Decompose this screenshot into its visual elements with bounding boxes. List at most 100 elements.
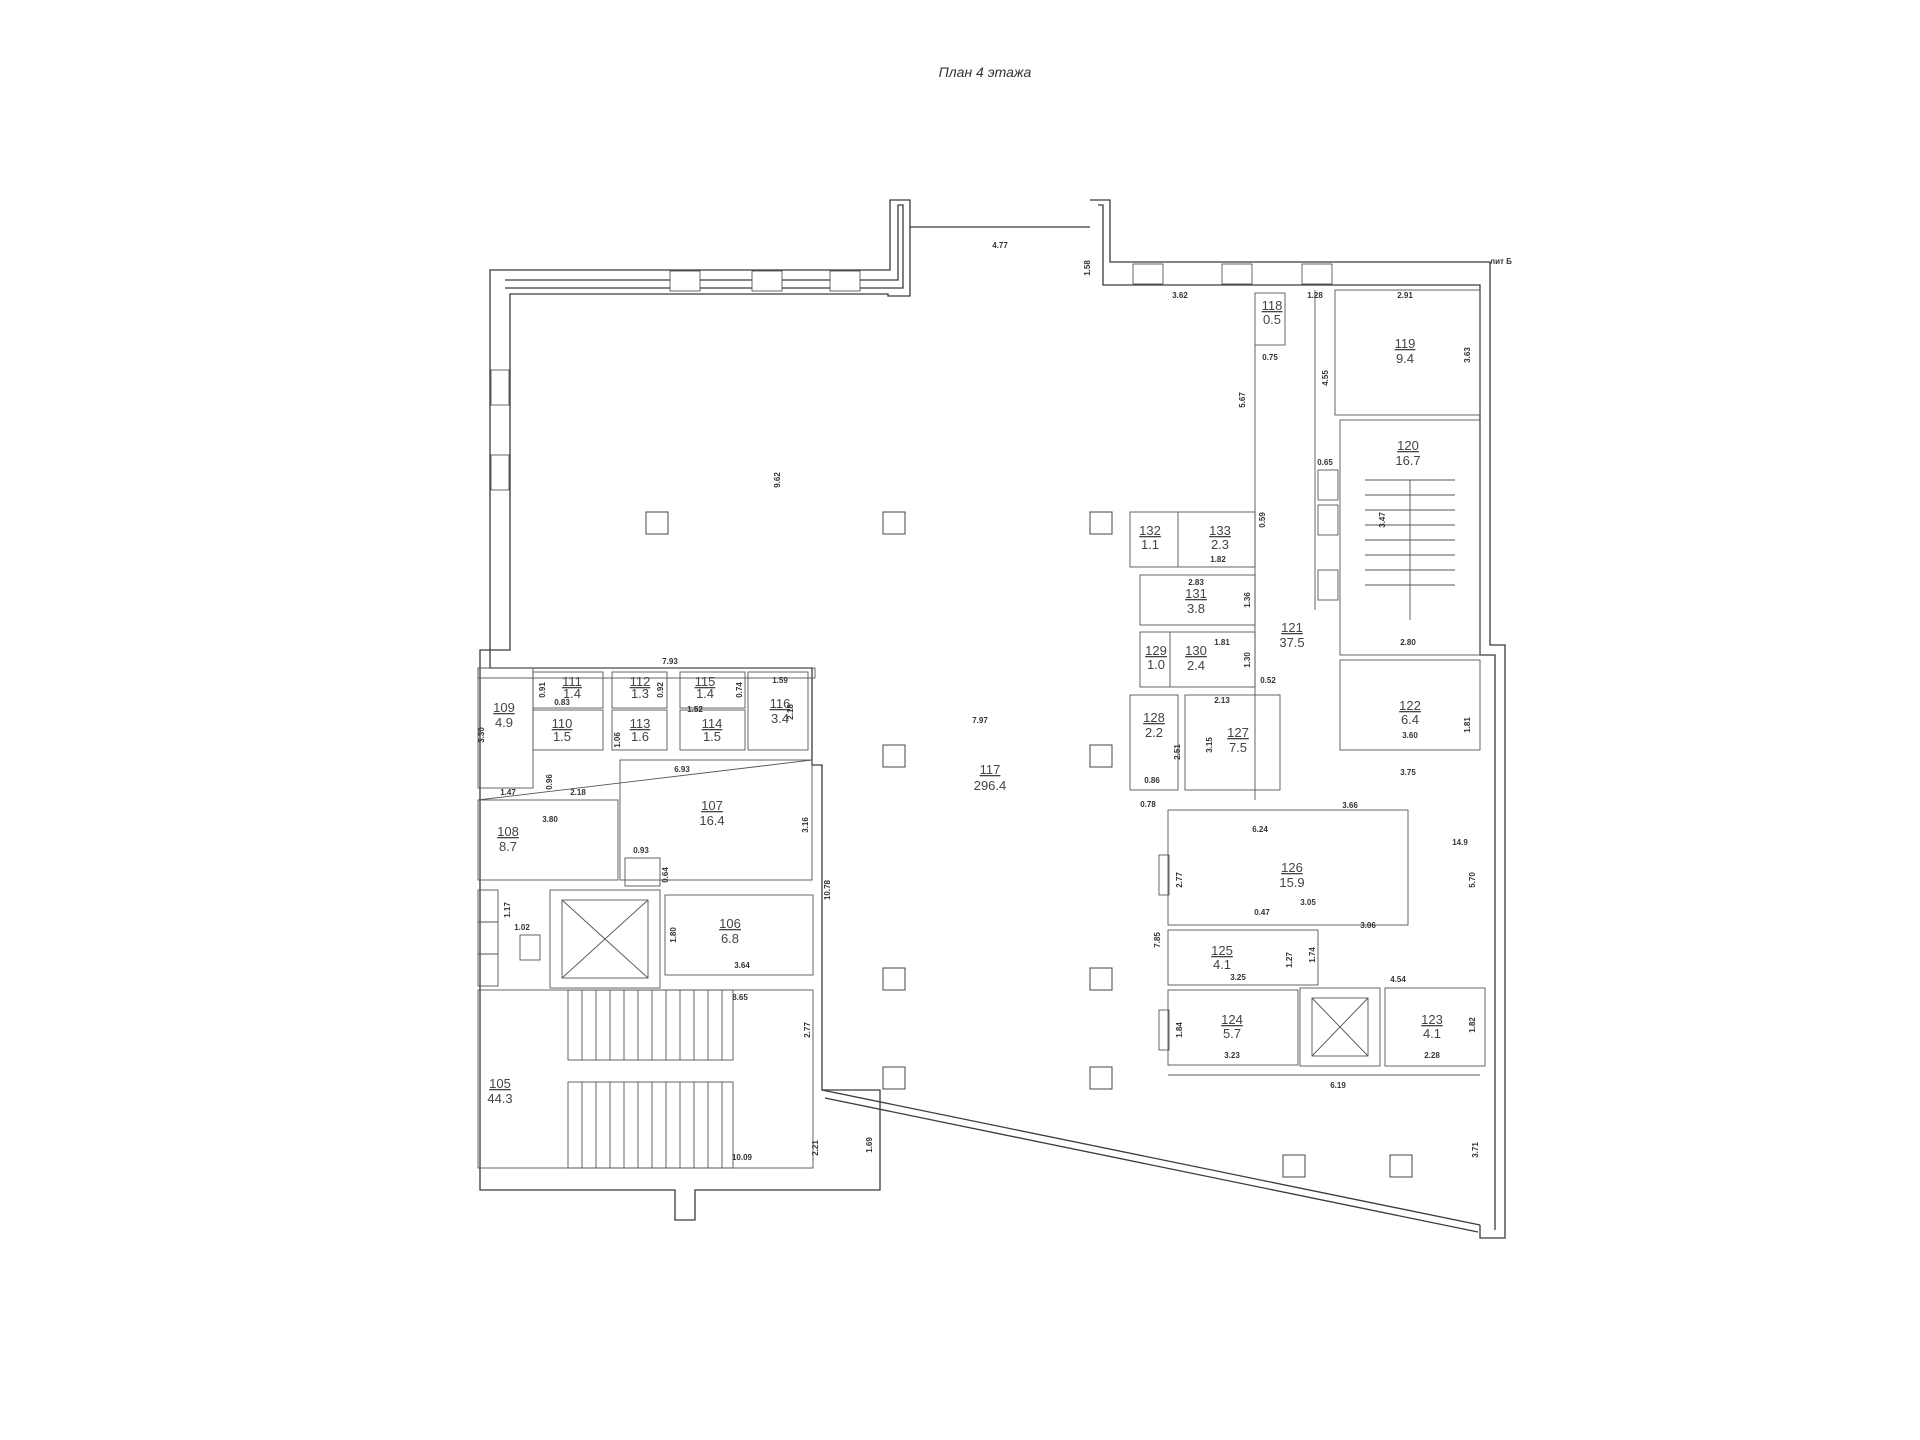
room-116: [747, 671, 809, 751]
outer-wall-east: [1090, 199, 1506, 1239]
window: [669, 270, 701, 292]
room-number: 119: [1395, 336, 1416, 351]
room-120: [1339, 419, 1481, 656]
dimension: 2.18: [570, 788, 586, 797]
column: [1089, 511, 1113, 535]
room-115: [679, 671, 746, 709]
room-110: [532, 709, 604, 751]
dimension: 2.77: [1175, 872, 1184, 888]
room-area: 6.4: [1401, 712, 1419, 727]
dimension: 6.93: [674, 765, 690, 774]
columns: [645, 511, 1413, 1178]
dimension: 3.05: [1300, 898, 1316, 907]
dimension: 3.60: [1402, 731, 1418, 740]
room-area: 8.7: [499, 839, 517, 854]
room-number: 129: [1145, 643, 1167, 658]
south-wall-slanted: [821, 1089, 1481, 1226]
room-122: [1339, 659, 1481, 751]
room-area: 7.5: [1229, 740, 1247, 755]
dimension: 3.47: [1378, 512, 1387, 528]
dimension: 1.36: [1243, 592, 1252, 608]
dimension: 3.30: [477, 727, 486, 743]
room-area: 9.4: [1396, 351, 1414, 366]
room-127: [1184, 694, 1281, 791]
dimension: 3.25: [1230, 973, 1246, 982]
room-111: [532, 671, 604, 709]
stair-treads: [581, 990, 723, 1060]
dimension: 3.15: [1205, 737, 1214, 753]
room-area: 1.5: [553, 729, 571, 744]
dimension: 1.82: [1468, 1017, 1477, 1033]
dimension: 3.80: [542, 815, 558, 824]
room-area: 6.8: [721, 931, 739, 946]
room-area: 1.4: [696, 686, 714, 701]
room-number: 128: [1143, 710, 1165, 725]
room-107: [619, 759, 813, 881]
dimension: 1.30: [1243, 652, 1252, 668]
dimension: 7.93: [662, 657, 678, 666]
room-number: 109: [493, 700, 515, 715]
dimension: 3.06: [1360, 921, 1376, 930]
fixture: [1317, 569, 1339, 601]
room-area: 0.5: [1263, 312, 1281, 327]
staircase-west: [567, 989, 734, 1169]
room-128: [1129, 694, 1179, 791]
dimension: 4.54: [1390, 975, 1406, 984]
stair-flight: [567, 989, 734, 1061]
room-area: 1.3: [631, 686, 649, 701]
dimension: 1.58: [1083, 260, 1092, 276]
dimension: 0.83: [554, 698, 570, 707]
window: [1132, 263, 1164, 285]
dimension: 0.64: [661, 867, 670, 883]
room-119: [1334, 289, 1481, 416]
room-labels: 105 44.3 106 6.8 107 16.4 108 8.7 109 4.…: [487, 298, 1443, 1106]
room-number: 121: [1281, 620, 1303, 635]
dimension: 2.91: [1397, 291, 1413, 300]
window: [1301, 263, 1333, 285]
dimension: 3.63: [1463, 347, 1472, 363]
room-area: 15.9: [1279, 875, 1304, 890]
room-number: 131: [1185, 586, 1207, 601]
dimension: 5.67: [1238, 392, 1247, 408]
dimension: 1.69: [865, 1137, 874, 1153]
room-number: 115: [695, 674, 716, 689]
window: [1221, 263, 1253, 285]
dimension: 0.59: [1258, 512, 1267, 528]
outer-wall-east-inner: [1098, 204, 1496, 1230]
column: [1089, 744, 1113, 768]
room-area: 4.1: [1423, 1026, 1441, 1041]
room-105: [477, 989, 814, 1169]
elevator-cross: [1311, 997, 1369, 1057]
elevator-shaft: [1299, 987, 1381, 1067]
dimension: 8.65: [732, 993, 748, 1002]
dimension: 1.02: [514, 923, 530, 932]
room-area: 1.0: [1147, 657, 1165, 672]
room-113: [611, 709, 668, 751]
dimension: 1.59: [772, 676, 788, 685]
column: [882, 967, 906, 991]
room-number: 113: [630, 716, 651, 731]
room-number: 124: [1221, 1012, 1243, 1027]
column: [645, 511, 669, 535]
column: [1282, 1154, 1306, 1178]
stair-flight: [567, 1081, 734, 1169]
room-number: 120: [1397, 438, 1419, 453]
room-area: 296.4: [974, 778, 1007, 793]
room-area: 1.1: [1141, 537, 1159, 552]
room-125: [1167, 929, 1319, 986]
dimension: 2.13: [1214, 696, 1230, 705]
room-112: [611, 671, 668, 709]
dimension: 6.24: [1252, 825, 1268, 834]
dimension: 4.55: [1321, 370, 1330, 386]
dimension: 2.77: [803, 1022, 812, 1038]
dimension: 0.65: [1317, 458, 1333, 467]
room-number: 107: [701, 798, 723, 813]
dimension: 3.75: [1400, 768, 1416, 777]
room-area: 5.7: [1223, 1026, 1241, 1041]
room-area: 4.1: [1213, 957, 1231, 972]
dimension: 3.66: [1342, 801, 1358, 810]
column: [882, 511, 906, 535]
fixture: [477, 953, 499, 987]
dimension: 1.27: [1285, 952, 1294, 968]
